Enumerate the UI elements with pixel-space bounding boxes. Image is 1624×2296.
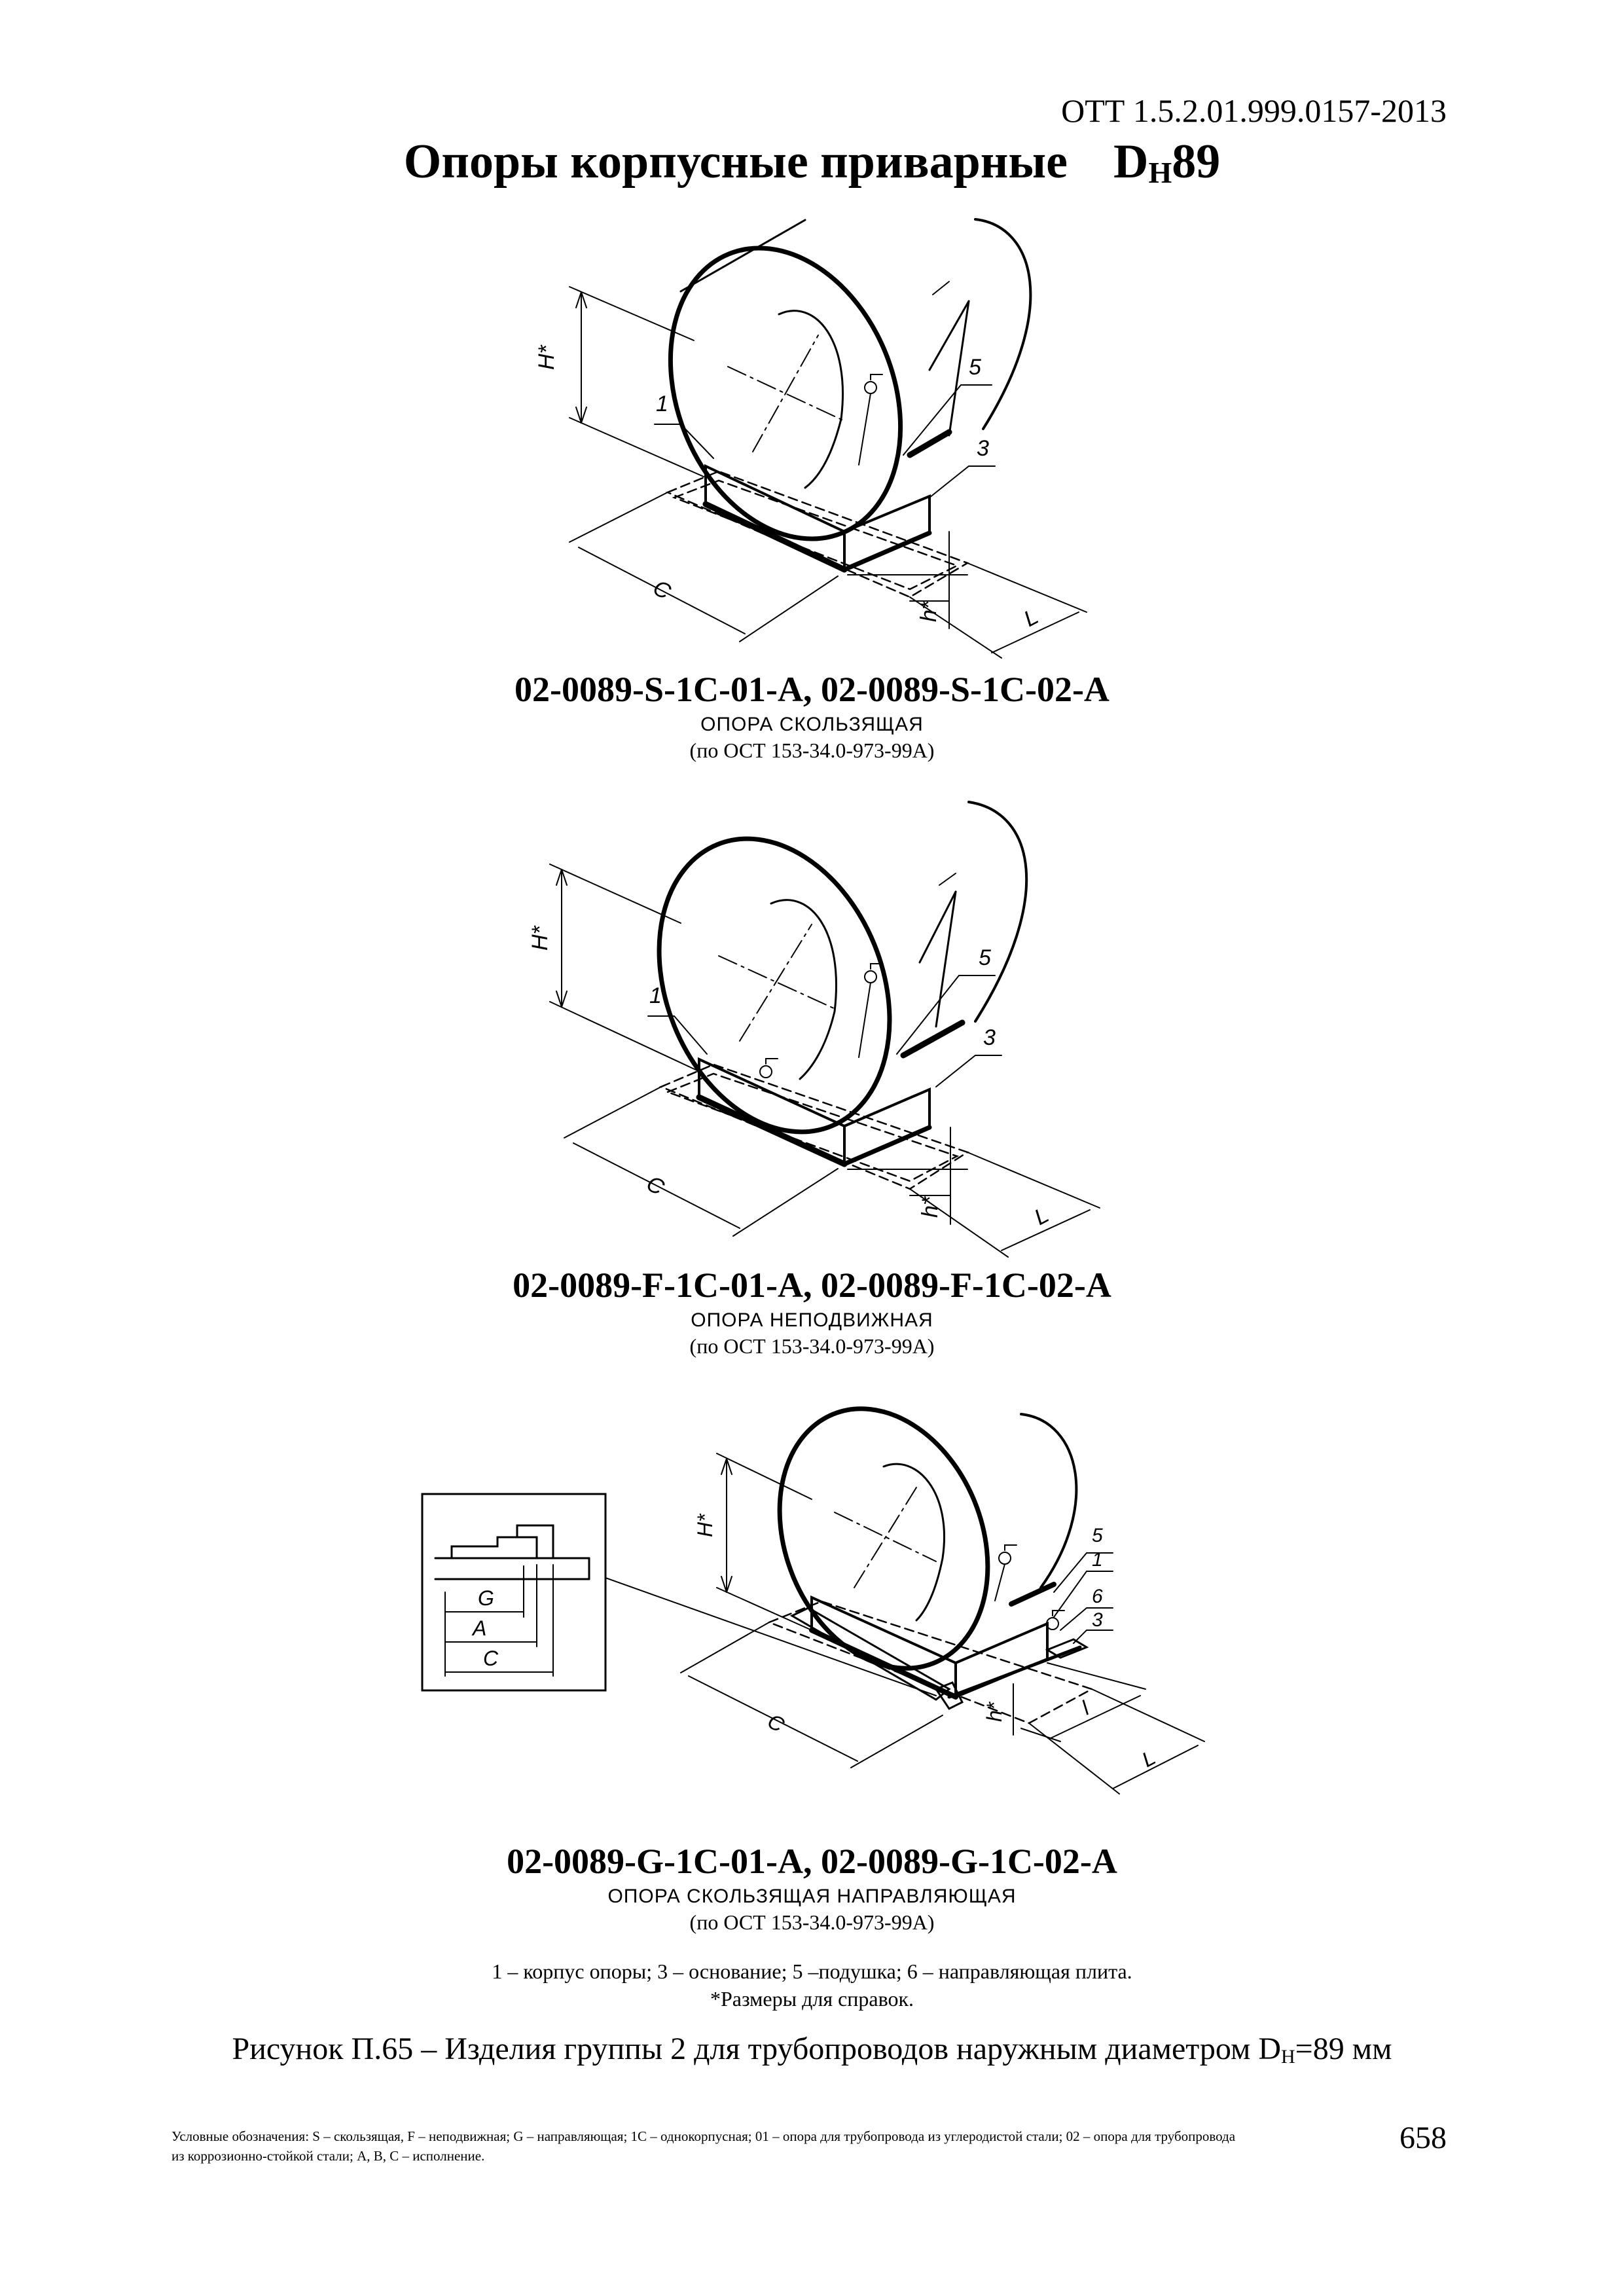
callout-3: 3 [977,436,989,461]
svg-text:L: L [1020,604,1043,632]
svg-text:h*: h* [983,1701,1006,1722]
legend-note: *Размеры для справок. [710,1987,914,2011]
footnote-line-1: Условные обозначения: S – скользящая, F … [171,2128,1236,2144]
page-number: 658 [1399,2121,1447,2155]
figure-code-guided: 02-0089-G-1C-01-A, 02-0089-G-1C-02-A [507,1842,1117,1881]
drawing-sliding-support: H* C h* L 1 5 3 [534,218,1087,659]
footnote: Условные обозначения: S – скользящая, F … [171,2126,1454,2166]
figure-caption: Рисунок П.65 – Изделия группы 2 для труб… [232,2032,1392,2068]
figure-standard-sliding: (по ОСТ 153-34.0-973-99А) [689,738,935,762]
svg-text:L: L [1138,1745,1159,1772]
figure-type-guided: ОПОРА СКОЛЬЗЯЩАЯ НАПРАВЛЯЮЩАЯ [607,1886,1017,1907]
figure-code-fixed: 02-0089-F-1C-01-A, 02-0089-F-1C-02-A [513,1266,1111,1305]
svg-text:C: C [764,1709,789,1737]
callout-5: 5 [1092,1525,1103,1546]
drawing-guided-support: G A C [421,1406,1205,1795]
detail-dim-a: A [471,1616,486,1640]
svg-text:l: l [1077,1696,1093,1720]
title-diameter: DН89 [1113,135,1221,189]
figure-standard-guided: (по ОСТ 153-34.0-973-99А) [689,1910,935,1934]
figure-standard-fixed: (по ОСТ 153-34.0-973-99А) [689,1334,935,1358]
svg-text:C: C [642,1171,668,1201]
callout-5: 5 [979,945,991,970]
callout-6: 6 [1092,1586,1103,1607]
svg-text:L: L [1030,1203,1053,1230]
svg-text:H*: H* [693,1513,717,1537]
svg-text:H*: H* [528,924,552,951]
svg-text:C: C [649,575,675,605]
detail-dim-g: G [478,1586,494,1610]
drawing-fixed-support: H* C h* L 1 5 3 [528,801,1100,1258]
svg-text:h*: h* [916,600,941,622]
figure-type-sliding: ОПОРА СКОЛЬЗЯЩАЯ [700,714,924,735]
document-number: ОТТ 1.5.2.01.999.0157-2013 [1061,92,1447,129]
footnote-line-2: из коррозионно-стойкой стали; А, В, С – … [171,2148,485,2164]
detail-dim-c: C [483,1647,499,1670]
callout-5: 5 [969,355,981,380]
figure-code-sliding: 02-0089-S-1C-01-A, 02-0089-S-1C-02-A [514,670,1110,709]
svg-text:h*: h* [918,1195,943,1218]
callout-1: 1 [656,392,668,416]
svg-text:H*: H* [534,344,559,370]
page-title: Опоры корпусные приварные DН89 [0,134,1624,190]
callout-1: 1 [649,983,662,1008]
figure-type-fixed: ОПОРА НЕПОДВИЖНАЯ [691,1309,933,1331]
legend-items: 1 – корпус опоры; 3 – основание; 5 –поду… [492,1959,1132,1983]
callout-1: 1 [1092,1549,1103,1571]
title-main: Опоры корпусные приварные [403,135,1068,189]
callout-3: 3 [983,1025,996,1050]
callout-3: 3 [1092,1609,1103,1631]
